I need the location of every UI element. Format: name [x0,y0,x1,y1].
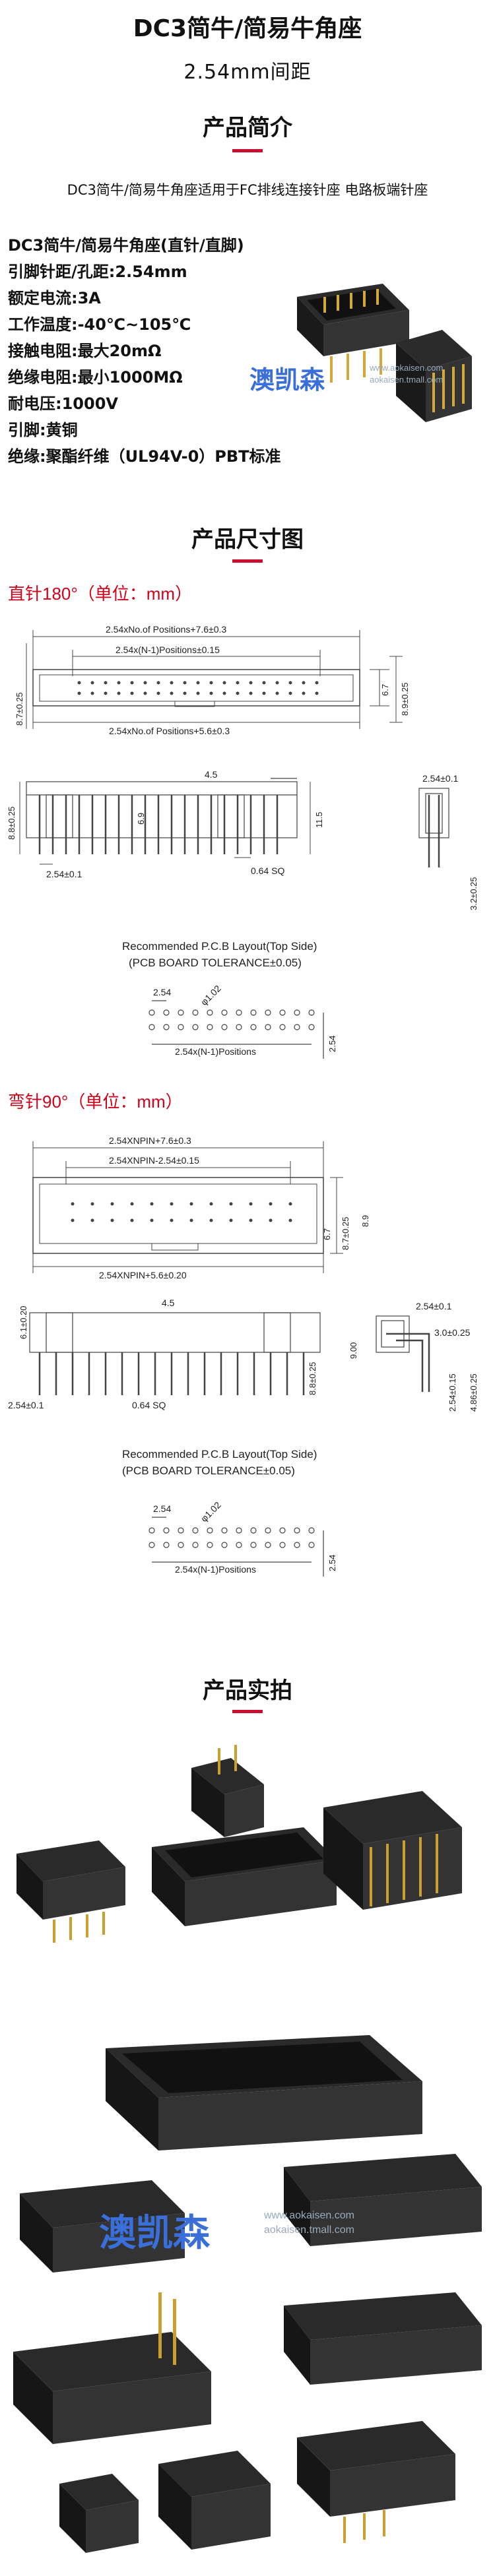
straight-top-inner-label: 2.54x(N-1)Positions±0.15 [116,644,220,655]
product-photo-1 [16,1745,462,1943]
bent-side-view: 6.1±0.20 4.5 9.00 8.8±0.25 2.54±0.1 0.64… [8,1298,478,1412]
spec-line: 额定电流:3A [8,289,101,307]
straight-side-pitch-label: 2.54±0.1 [46,869,82,879]
straight-side-115-label: 11.5 [314,812,324,828]
connector-bottom-center [158,2451,271,2550]
straight-side-45-label: 4.5 [205,769,218,780]
bent-end-254b-label: 2.54±0.15 [447,1373,457,1412]
straight-pcb-title: Recommended P.C.B Layout(Top Side) [122,940,317,953]
straight-pcb-layout: 2.54 φ1.02 2.54x(N-1)Positions 2.54 [148,983,337,1059]
connector-low-left [13,2292,211,2444]
spec-line: 接触电阻:最大20mΩ [8,342,162,360]
straight-end-254-label: 2.54±0.1 [422,773,459,784]
bent-right-b-label: 8.7±0.25 [341,1216,350,1250]
bent-side-pitch-label: 2.54±0.1 [8,1400,44,1410]
bent-title: 弯针90°（单位：mm） [8,1092,183,1112]
straight-side-69-label: 6.9 [136,813,146,825]
straight-right-b-label: 8.9±0.25 [400,682,410,716]
photos-heading-bar [232,1710,263,1713]
connector-mid-left [20,2180,185,2273]
bent-top-lower-label: 2.54XNPIN+5.6±0.20 [99,1270,187,1280]
straight-side-view: 4.5 6.9 8.8±0.25 11.5 2.54±0.1 0.64 SQ 2… [7,769,478,910]
intro-description: DC3简牛/简易牛角座适用于FC排线连接针座 电路板端针座 [67,182,428,198]
dimensions-heading-bar [232,559,263,563]
bent-pcb-254-label: 2.54 [153,1503,171,1514]
page-subtitle: 2.54mm间距 [183,61,312,84]
watermark-brand: 澳凯森 [249,365,325,394]
straight-side-064-label: 0.64 SQ [251,865,284,876]
straight-top-lower-label: 2.54xNo.of Positions+5.6±0.3 [109,726,230,736]
connector-low-right [284,2292,482,2385]
straight-end-32-label: 3.2±0.25 [469,877,478,910]
bent-pcb-phi-label: φ1.02 [199,1499,223,1524]
connector-center [152,1827,337,1926]
bent-side-90-label: 9.00 [348,1342,358,1359]
connector-small-left [16,1840,125,1943]
straight-side-88-label: 8.8±0.25 [7,806,16,840]
straight-title: 直针180°（单位：mm） [8,584,193,604]
intro-product-photo [297,284,472,422]
straight-right-a-label: 6.7 [380,684,390,696]
bent-end-486-label: 4.86±0.25 [469,1373,478,1412]
bent-right-a-label: 6.7 [322,1228,332,1240]
watermark-site2-large: aokaisen.tmall.com [264,2224,354,2236]
connector-small-top [191,1745,264,1837]
bent-top-upper-label: 2.54XNPIN+7.6±0.3 [109,1135,191,1146]
watermark-site2: aokaisen.tmall.com [370,375,444,385]
straight-pcb-vert-label: 2.54 [327,1036,337,1052]
connector-bottom-left [59,2474,139,2553]
bent-top-inner-label: 2.54XNPIN-2.54±0.15 [109,1155,199,1166]
spec-line: DC3简牛/简易牛角座(直针/直脚) [8,236,244,255]
bent-side-064-label: 0.64 SQ [132,1400,166,1410]
intro-heading-bar [232,149,263,152]
bent-side-61-label: 6.1±0.20 [18,1305,28,1339]
bent-end-254-label: 2.54±0.1 [416,1301,452,1311]
spec-line: 引脚:黄铜 [8,421,78,439]
spec-line: 绝缘电阻:最小1000MΩ [8,368,183,387]
intro-heading: 产品简介 [203,115,292,141]
connector-bottom-right [297,2421,455,2543]
watermark-site-large: www.aokaisen.com [264,2210,354,2221]
straight-pcb-phi-label: φ1.02 [199,983,223,1007]
straight-pcb-254-label: 2.54 [153,987,171,997]
connector-mid-right [284,2154,482,2246]
dimensions-heading: 产品尺寸图 [191,526,304,553]
product-photo-2 [13,2035,482,2553]
bent-pcb-tolerance: (PCB BOARD TOLERANCE±0.05) [122,1464,295,1477]
straight-pcb-tolerance: (PCB BOARD TOLERANCE±0.05) [129,957,302,969]
bent-right-c-label: 8.9 [360,1215,370,1227]
watermark-site: www.aokaisen.com [370,363,444,373]
bent-side-88-label: 8.8±0.25 [308,1362,317,1395]
straight-left-label: 8.7±0.25 [15,692,24,726]
spec-line: 引脚针距/孔距:2.54mm [8,263,187,281]
page-title: DC3简牛/简易牛角座 [133,15,362,42]
spec-line: 耐电压:1000V [8,394,118,413]
straight-top-view: 2.54xNo.of Positions+7.6±0.3 2.54x(N-1)P… [15,624,410,736]
watermark-brand-large: 澳凯森 [99,2212,210,2255]
bent-end-30-label: 3.0±0.25 [434,1327,471,1338]
connector-right-angle [323,1791,462,1910]
bent-side-45-label: 4.5 [162,1298,175,1308]
bent-pcb-title: Recommended P.C.B Layout(Top Side) [122,1448,317,1461]
bent-pcb-vert-label: 2.54 [327,1555,337,1571]
straight-top-upper-label: 2.54xNo.of Positions+7.6±0.3 [106,624,226,635]
spec-line: 工作温度:-40℃~105℃ [8,315,191,334]
bent-top-view: 2.54XNPIN+7.6±0.3 2.54XNPIN-2.54±0.15 2.… [32,1135,370,1280]
straight-pcb-positions-label: 2.54x(N-1)Positions [175,1046,256,1057]
bent-pcb-positions-label: 2.54x(N-1)Positions [175,1564,256,1575]
photos-heading: 产品实拍 [203,1678,292,1704]
bent-pcb-layout: 2.54 φ1.02 2.54x(N-1)Positions 2.54 [148,1499,337,1577]
connector-big-top [106,2035,422,2151]
spec-line: 绝缘:聚酯纤维（UL94V-0）PBT标准 [8,447,281,466]
